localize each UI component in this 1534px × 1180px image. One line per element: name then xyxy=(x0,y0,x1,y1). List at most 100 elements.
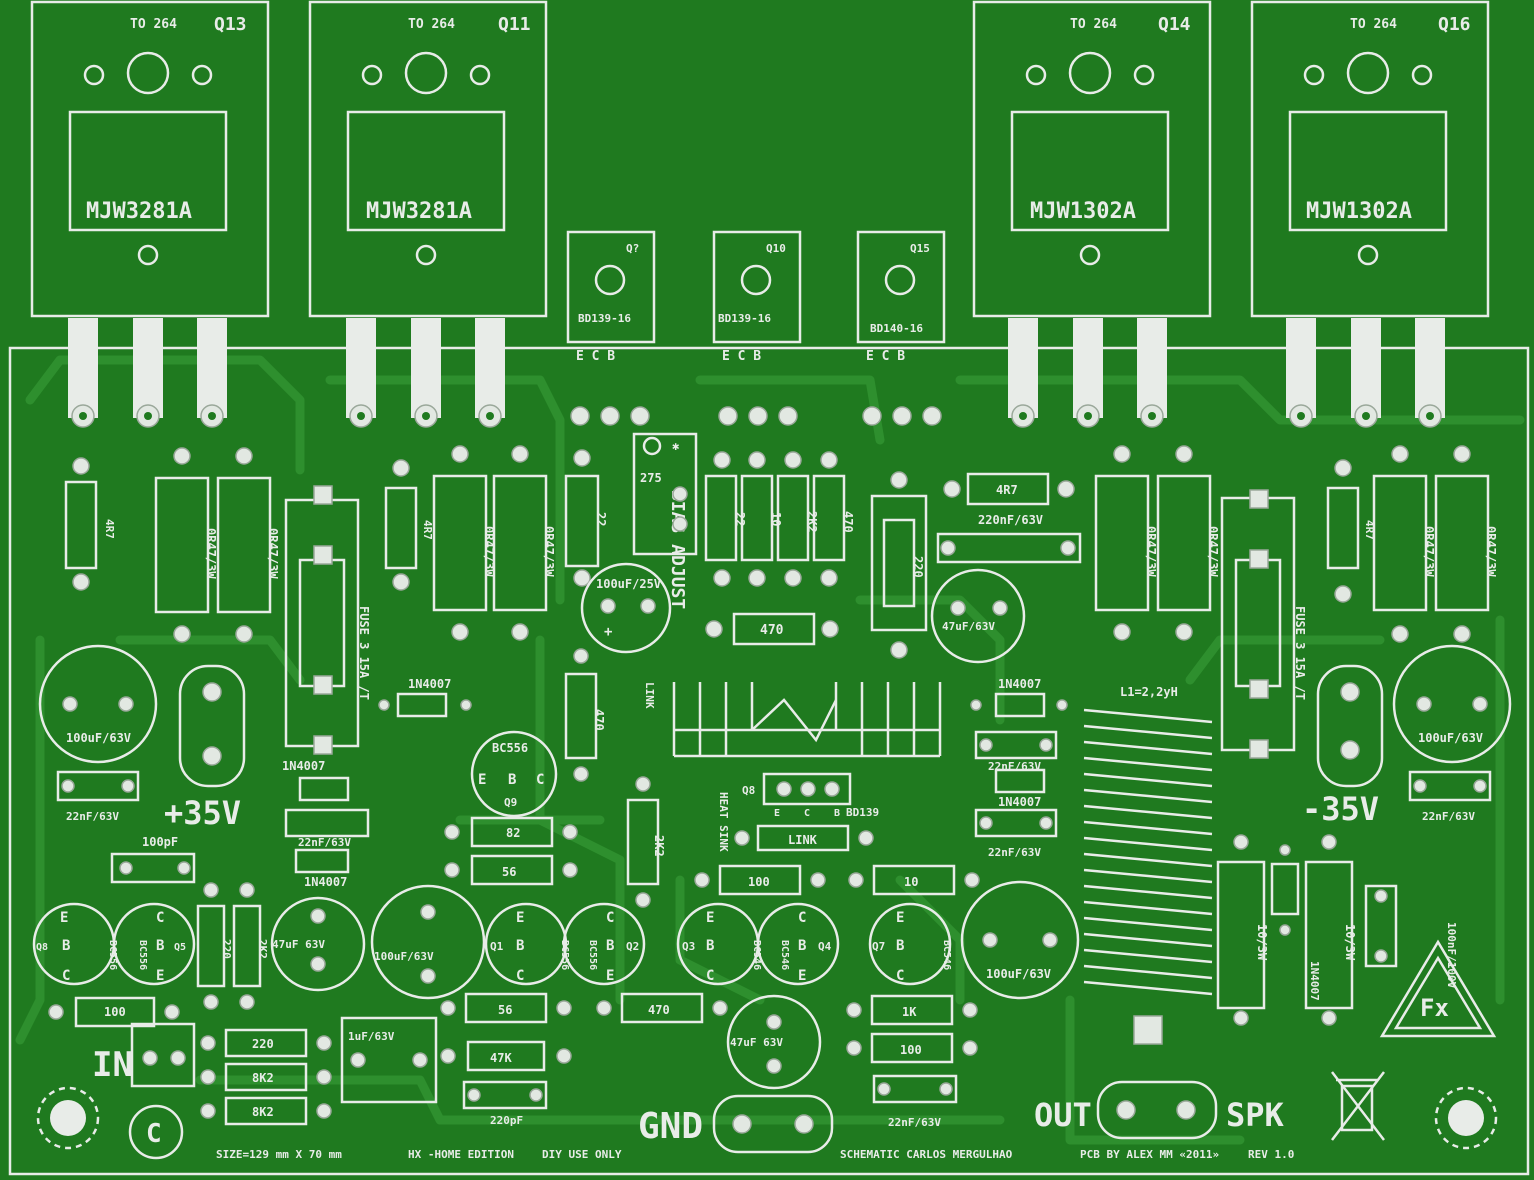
resistor-r220-small: 220 xyxy=(196,882,233,1010)
driver-transistor-q10: Q10 BD139-16 E C B xyxy=(712,230,802,426)
resistor-r1k: 1K xyxy=(846,994,978,1026)
pin-label: C xyxy=(706,968,714,984)
fuse-left: FUSE 3 15A /T xyxy=(284,485,371,755)
diode-1n4007-b: 1N4007 xyxy=(282,759,350,802)
pin-label: E xyxy=(706,910,714,926)
link-label: LINK xyxy=(788,833,818,847)
trimmer-value: 275 xyxy=(640,471,662,485)
resistor-value: 8K2 xyxy=(252,1105,274,1119)
pin-label: B xyxy=(516,938,524,954)
driver-part-label: BD139-16 xyxy=(578,312,631,325)
gnd-connector xyxy=(712,1094,834,1154)
driver-part-label: BD140-16 xyxy=(870,322,923,335)
capacitor-22n-left: 22nF/63V xyxy=(56,770,140,823)
capacitor-value: 22nF/63V xyxy=(888,1116,941,1129)
resistor-value: 10/3W xyxy=(1255,924,1269,961)
resistor-value: 0R47/3W xyxy=(204,528,218,579)
diode-1n4007-e: 1N4007 xyxy=(994,768,1046,809)
capacitor-47u-63v-center: 47uF/63V xyxy=(930,568,1026,664)
resistor-0r47-c: 0R47/3W xyxy=(432,445,496,641)
resistor-r10-center: 10 xyxy=(848,864,980,896)
transistor-part: BC556 xyxy=(492,741,528,755)
mounting-hole-left xyxy=(36,1086,100,1150)
transistor-ref: Q5 xyxy=(174,942,186,953)
resistor-r220-input: 220 xyxy=(200,1028,332,1058)
resistor-r10-top: 10 xyxy=(740,451,783,587)
part-label: MJW1302A xyxy=(1306,199,1412,224)
pin-label: B xyxy=(896,938,904,954)
driver-ref-label: Q? xyxy=(626,242,639,255)
svg-text:+: + xyxy=(604,624,612,640)
package-label: TO 264 xyxy=(130,17,177,32)
resistor-value: 8K2 xyxy=(252,1071,274,1085)
package-label: TO 264 xyxy=(1350,17,1397,32)
capacitor-value: 220pF xyxy=(490,1114,523,1127)
copyright-mark: C xyxy=(128,1104,184,1160)
capacitor-100u-25v: 100uF/25V + xyxy=(580,562,672,654)
diode-label: 1N4007 xyxy=(998,677,1041,691)
transistor-ref-label: Q11 xyxy=(498,14,531,35)
transistor-bc556-q5: C B E Q5 BC556 xyxy=(112,902,196,986)
diode-1n4007-c: 1N4007 xyxy=(294,848,350,889)
resistor-r22-mid: 22 xyxy=(704,451,747,587)
resistor-value: 220 xyxy=(911,556,925,578)
resistor-value: 1K xyxy=(902,1005,917,1019)
transistor-bc556-q9: BC556 E B C Q9 xyxy=(470,730,558,818)
resistor-r100-bottom: 100 xyxy=(846,1032,978,1064)
revision-label: REV 1.0 xyxy=(1248,1148,1294,1161)
power-transistor-q13: TO 264 Q13 MJW3281A xyxy=(30,0,270,428)
diode-1n4007-a: 1N4007 xyxy=(378,677,472,718)
capacitor-value: 22nF/63V xyxy=(298,836,351,849)
transistor-ref: Q7 xyxy=(872,940,885,953)
pin-label: E xyxy=(60,910,68,926)
transistor-bc546-q4: C B E Q4 BC546 xyxy=(756,902,840,986)
pin-label: C xyxy=(62,968,70,984)
resistor-r100-center: 100 xyxy=(694,864,826,896)
resistor-value: 47K xyxy=(490,1051,512,1065)
part-label: MJW3281A xyxy=(86,199,192,224)
capacitor-value: 100uF/63V xyxy=(986,967,1051,981)
resistor-value: 10 xyxy=(904,875,918,889)
part-label: MJW1302A xyxy=(1030,199,1136,224)
resistor-10-3w-b: 10/3W xyxy=(1304,834,1357,1026)
driver-pins-label: E C B xyxy=(866,349,905,364)
pin-label: B xyxy=(798,938,806,954)
resistor-value: 0R47/3W xyxy=(266,528,280,579)
bias-area: BIAS ADJUST ✱ 275 xyxy=(632,432,698,609)
schematic-credit: SCHEMATIC CARLOS MERGULHAO xyxy=(840,1148,1013,1161)
resistor-r56-b: 56 xyxy=(440,992,572,1024)
resistor-value: 4R7 xyxy=(103,519,116,539)
transistor-part: BC556 xyxy=(587,940,598,970)
resistor-r82: 82 xyxy=(444,816,578,848)
power-connector-minus xyxy=(1316,664,1384,788)
power-transistor-q11: TO 264 Q11 MJW3281A xyxy=(308,0,548,428)
driver-pins-label: E C B xyxy=(576,349,615,364)
resistor-0r47-d: 0R47/3W xyxy=(492,445,556,641)
resistor-value: 4R7 xyxy=(421,520,434,540)
link-jumper-horizontal: LINK xyxy=(734,824,874,852)
resistor-value: 100 xyxy=(104,1005,126,1019)
resistor-r4r7-mid: 4R7 xyxy=(384,459,434,591)
resistor-value: 0R47/3W xyxy=(1484,526,1498,577)
power-transistor-q16: TO 264 Q16 MJW1302A xyxy=(1250,0,1490,428)
input-connector xyxy=(130,1022,196,1088)
transistor-ref: Q4 xyxy=(818,940,832,953)
transistor-part: BC546 xyxy=(941,940,952,970)
capacitor-1u-63v: 1uF/63V xyxy=(340,1016,438,1104)
transistor-ref: Q2 xyxy=(626,940,639,953)
board-outline xyxy=(8,346,1530,1176)
resistor-r470-top: 470 xyxy=(812,451,855,587)
capacitor-value: 22nF/63V xyxy=(66,810,119,823)
capacitor-value: 22nF/63V xyxy=(1422,810,1475,823)
resistor-r4r7-center: 4R7 xyxy=(943,472,1075,506)
resistor-value: 22 xyxy=(733,512,747,526)
resistor-value: 2K2 xyxy=(652,835,666,857)
transistor-ref-label: Q14 xyxy=(1158,14,1191,35)
fx-logo: Fx xyxy=(1379,939,1497,1038)
capacitor-220n-film xyxy=(936,532,1082,564)
capacitor-value: 47uF/63V xyxy=(942,620,995,633)
resistor-r22-left: 22 xyxy=(564,449,608,587)
resistor-value: 4R7 xyxy=(996,483,1018,497)
heat-sink-label: HEAT SINK xyxy=(717,792,730,852)
